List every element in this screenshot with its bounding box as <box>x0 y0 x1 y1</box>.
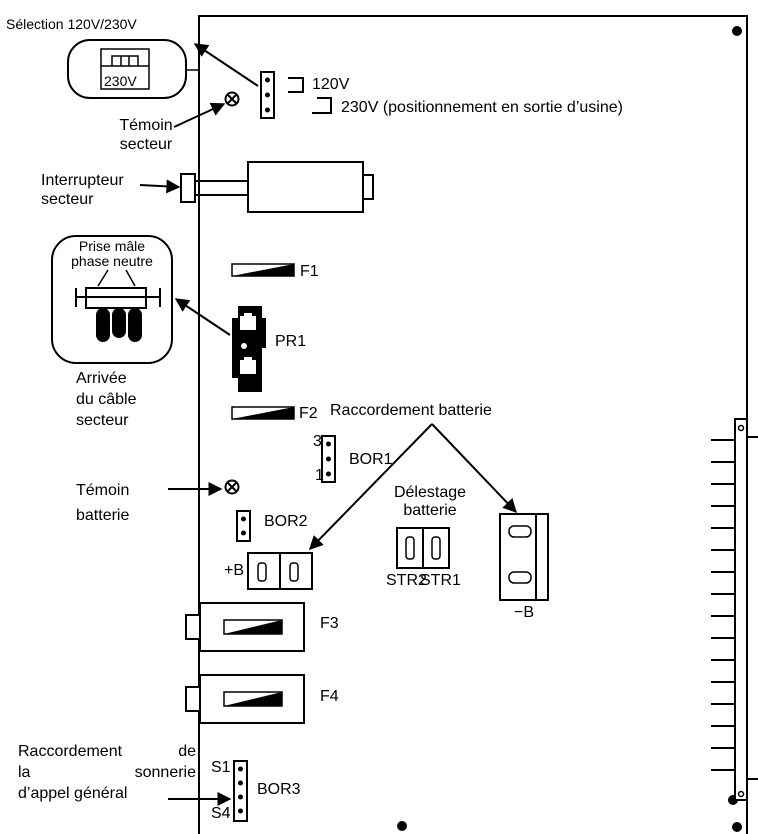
mounting-hole <box>732 26 742 36</box>
bor1-pin-1: 1 <box>315 467 324 484</box>
selector-title: Sélection 120V/230V <box>6 16 137 32</box>
label-230v: 230V (positionnement en sortie d’usine) <box>341 99 623 116</box>
label-bor2: BOR2 <box>264 513 308 530</box>
mains-led-label-1: Témoin <box>119 117 173 134</box>
label-plus-b: +B <box>224 562 245 579</box>
minus-b-terminal <box>499 513 549 601</box>
label-pr1: PR1 <box>275 333 307 350</box>
power-switch-button <box>180 173 196 203</box>
bor1-pin-3: 3 <box>313 433 322 450</box>
mounting-hole <box>397 821 407 831</box>
selector-inset <box>67 39 187 99</box>
bor3-pin-s1: S1 <box>211 759 231 776</box>
selector-value: 230V <box>104 73 137 89</box>
label-minus-b: −B <box>514 604 535 621</box>
shedding-label-1: Délestage <box>393 484 467 501</box>
power-switch-body <box>247 161 364 213</box>
label-bor1: BOR1 <box>349 451 393 468</box>
cable-label-3: secteur <box>76 412 129 429</box>
bell-label-2: la sonnerie <box>18 764 196 781</box>
bor3-pin-s4: S4 <box>211 805 231 822</box>
label-str1: STR1 <box>420 572 461 589</box>
cable-label-1: Arrivée <box>76 370 127 387</box>
mains-led-label-2: secteur <box>119 136 173 153</box>
label-bor3: BOR3 <box>257 781 301 798</box>
cable-label-2: du câble <box>76 391 137 408</box>
label-f4: F4 <box>320 688 339 705</box>
battery-led-label-1: Témoin <box>76 482 130 499</box>
voltage-jumper <box>260 71 275 119</box>
bell-label-1: Raccordement de <box>18 743 196 760</box>
power-switch-label-1: Interrupteur <box>41 172 124 189</box>
battery-connection-label: Raccordement batterie <box>330 402 492 419</box>
label-f2: F2 <box>299 405 318 422</box>
mounting-hole <box>732 822 742 832</box>
shedding-label-2: batterie <box>403 502 457 519</box>
bor3-jumper <box>233 760 248 822</box>
battery-led-label-2: batterie <box>76 507 130 524</box>
plug-label-2: phase neutre <box>71 253 153 269</box>
label-f3: F3 <box>320 615 339 632</box>
label-str2: STR2 <box>386 572 427 589</box>
plug-inset <box>51 235 173 364</box>
label-f1: F1 <box>300 263 319 280</box>
bell-label-3: d’appel général <box>18 784 130 803</box>
plug-label-1: Prise mâle <box>78 238 146 254</box>
bor1-jumper <box>321 435 336 483</box>
callout-arrows <box>139 43 517 806</box>
label-120v: 120V <box>312 76 350 93</box>
bor2-jumper <box>236 510 251 542</box>
edge-connector <box>711 418 758 801</box>
power-switch-label-2: secteur <box>41 191 94 208</box>
